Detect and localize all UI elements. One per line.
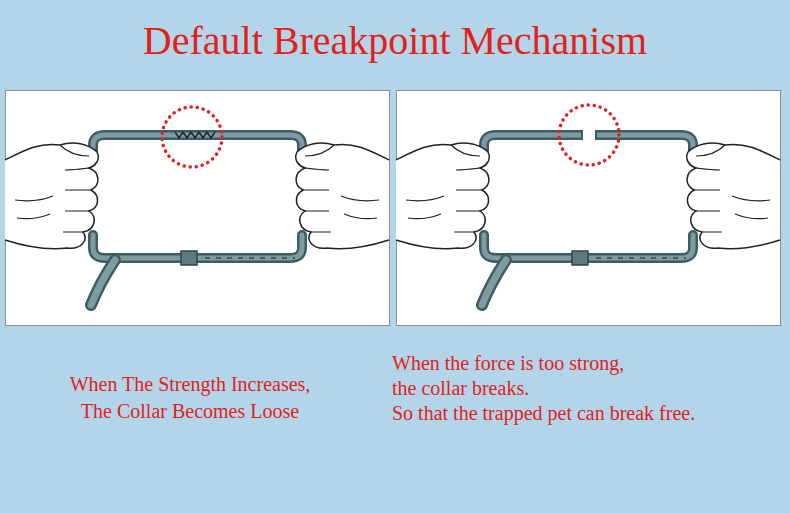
caption-line: When The Strength Increases,	[25, 373, 355, 396]
caption-line: So that the trapped pet can break free.	[392, 402, 787, 425]
title: Default Breakpoint Mechanism	[0, 18, 790, 64]
caption-line: The Collar Becomes Loose	[25, 400, 355, 423]
caption-line: the collar breaks.	[392, 377, 787, 400]
caption-line: When the force is too strong,	[392, 352, 787, 375]
